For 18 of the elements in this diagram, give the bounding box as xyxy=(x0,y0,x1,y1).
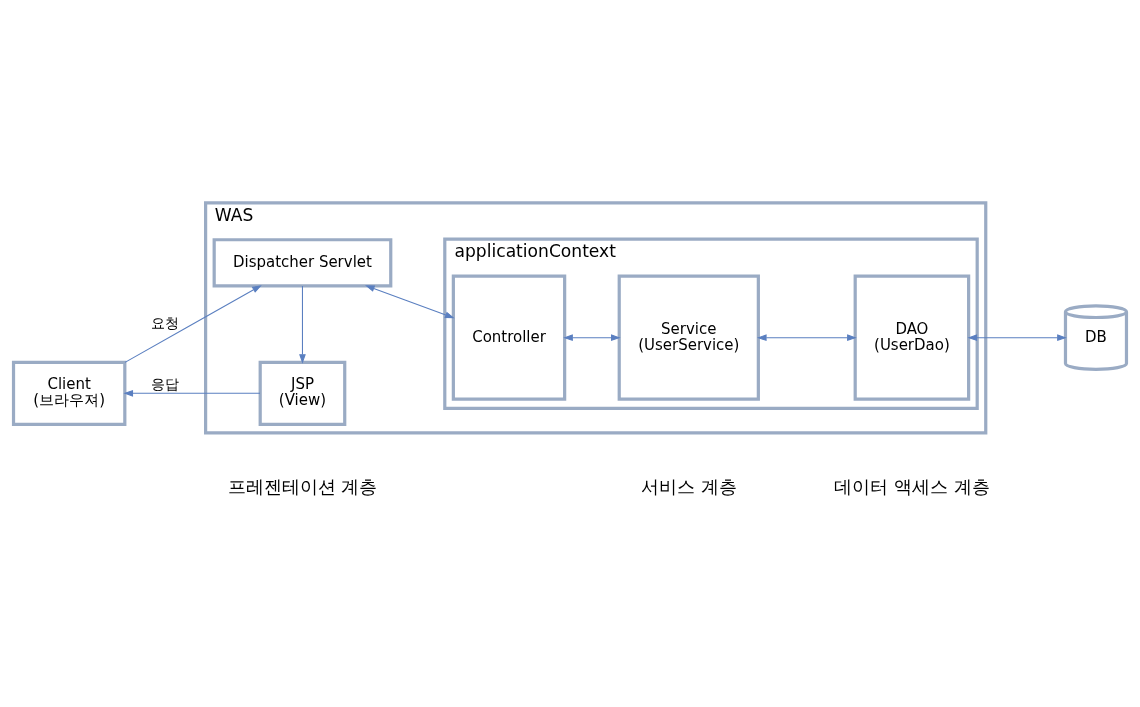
node-box: Service (UserService) xyxy=(617,274,760,401)
edge-label: 요청 xyxy=(151,314,180,331)
label: 프레젠테이션 계층 xyxy=(227,475,378,497)
arrow xyxy=(967,333,1067,341)
arrow xyxy=(299,285,306,364)
node-box: JSP (View) xyxy=(258,360,347,426)
node-box: Dispatcher Servlet xyxy=(212,237,393,287)
node-box: Controller xyxy=(451,274,567,401)
arrow xyxy=(756,333,857,341)
label: 서비스 계층 xyxy=(640,475,737,497)
edge-label: 응답 xyxy=(151,375,180,392)
arrow xyxy=(563,333,621,341)
label: 데이터 액세스 계층 xyxy=(834,475,990,497)
arrow xyxy=(124,284,262,363)
arrow xyxy=(123,389,261,397)
node-box: Client (브라우져) xyxy=(11,360,127,426)
arrow xyxy=(365,284,455,318)
node-box: DAO (UserDao) xyxy=(853,274,971,401)
